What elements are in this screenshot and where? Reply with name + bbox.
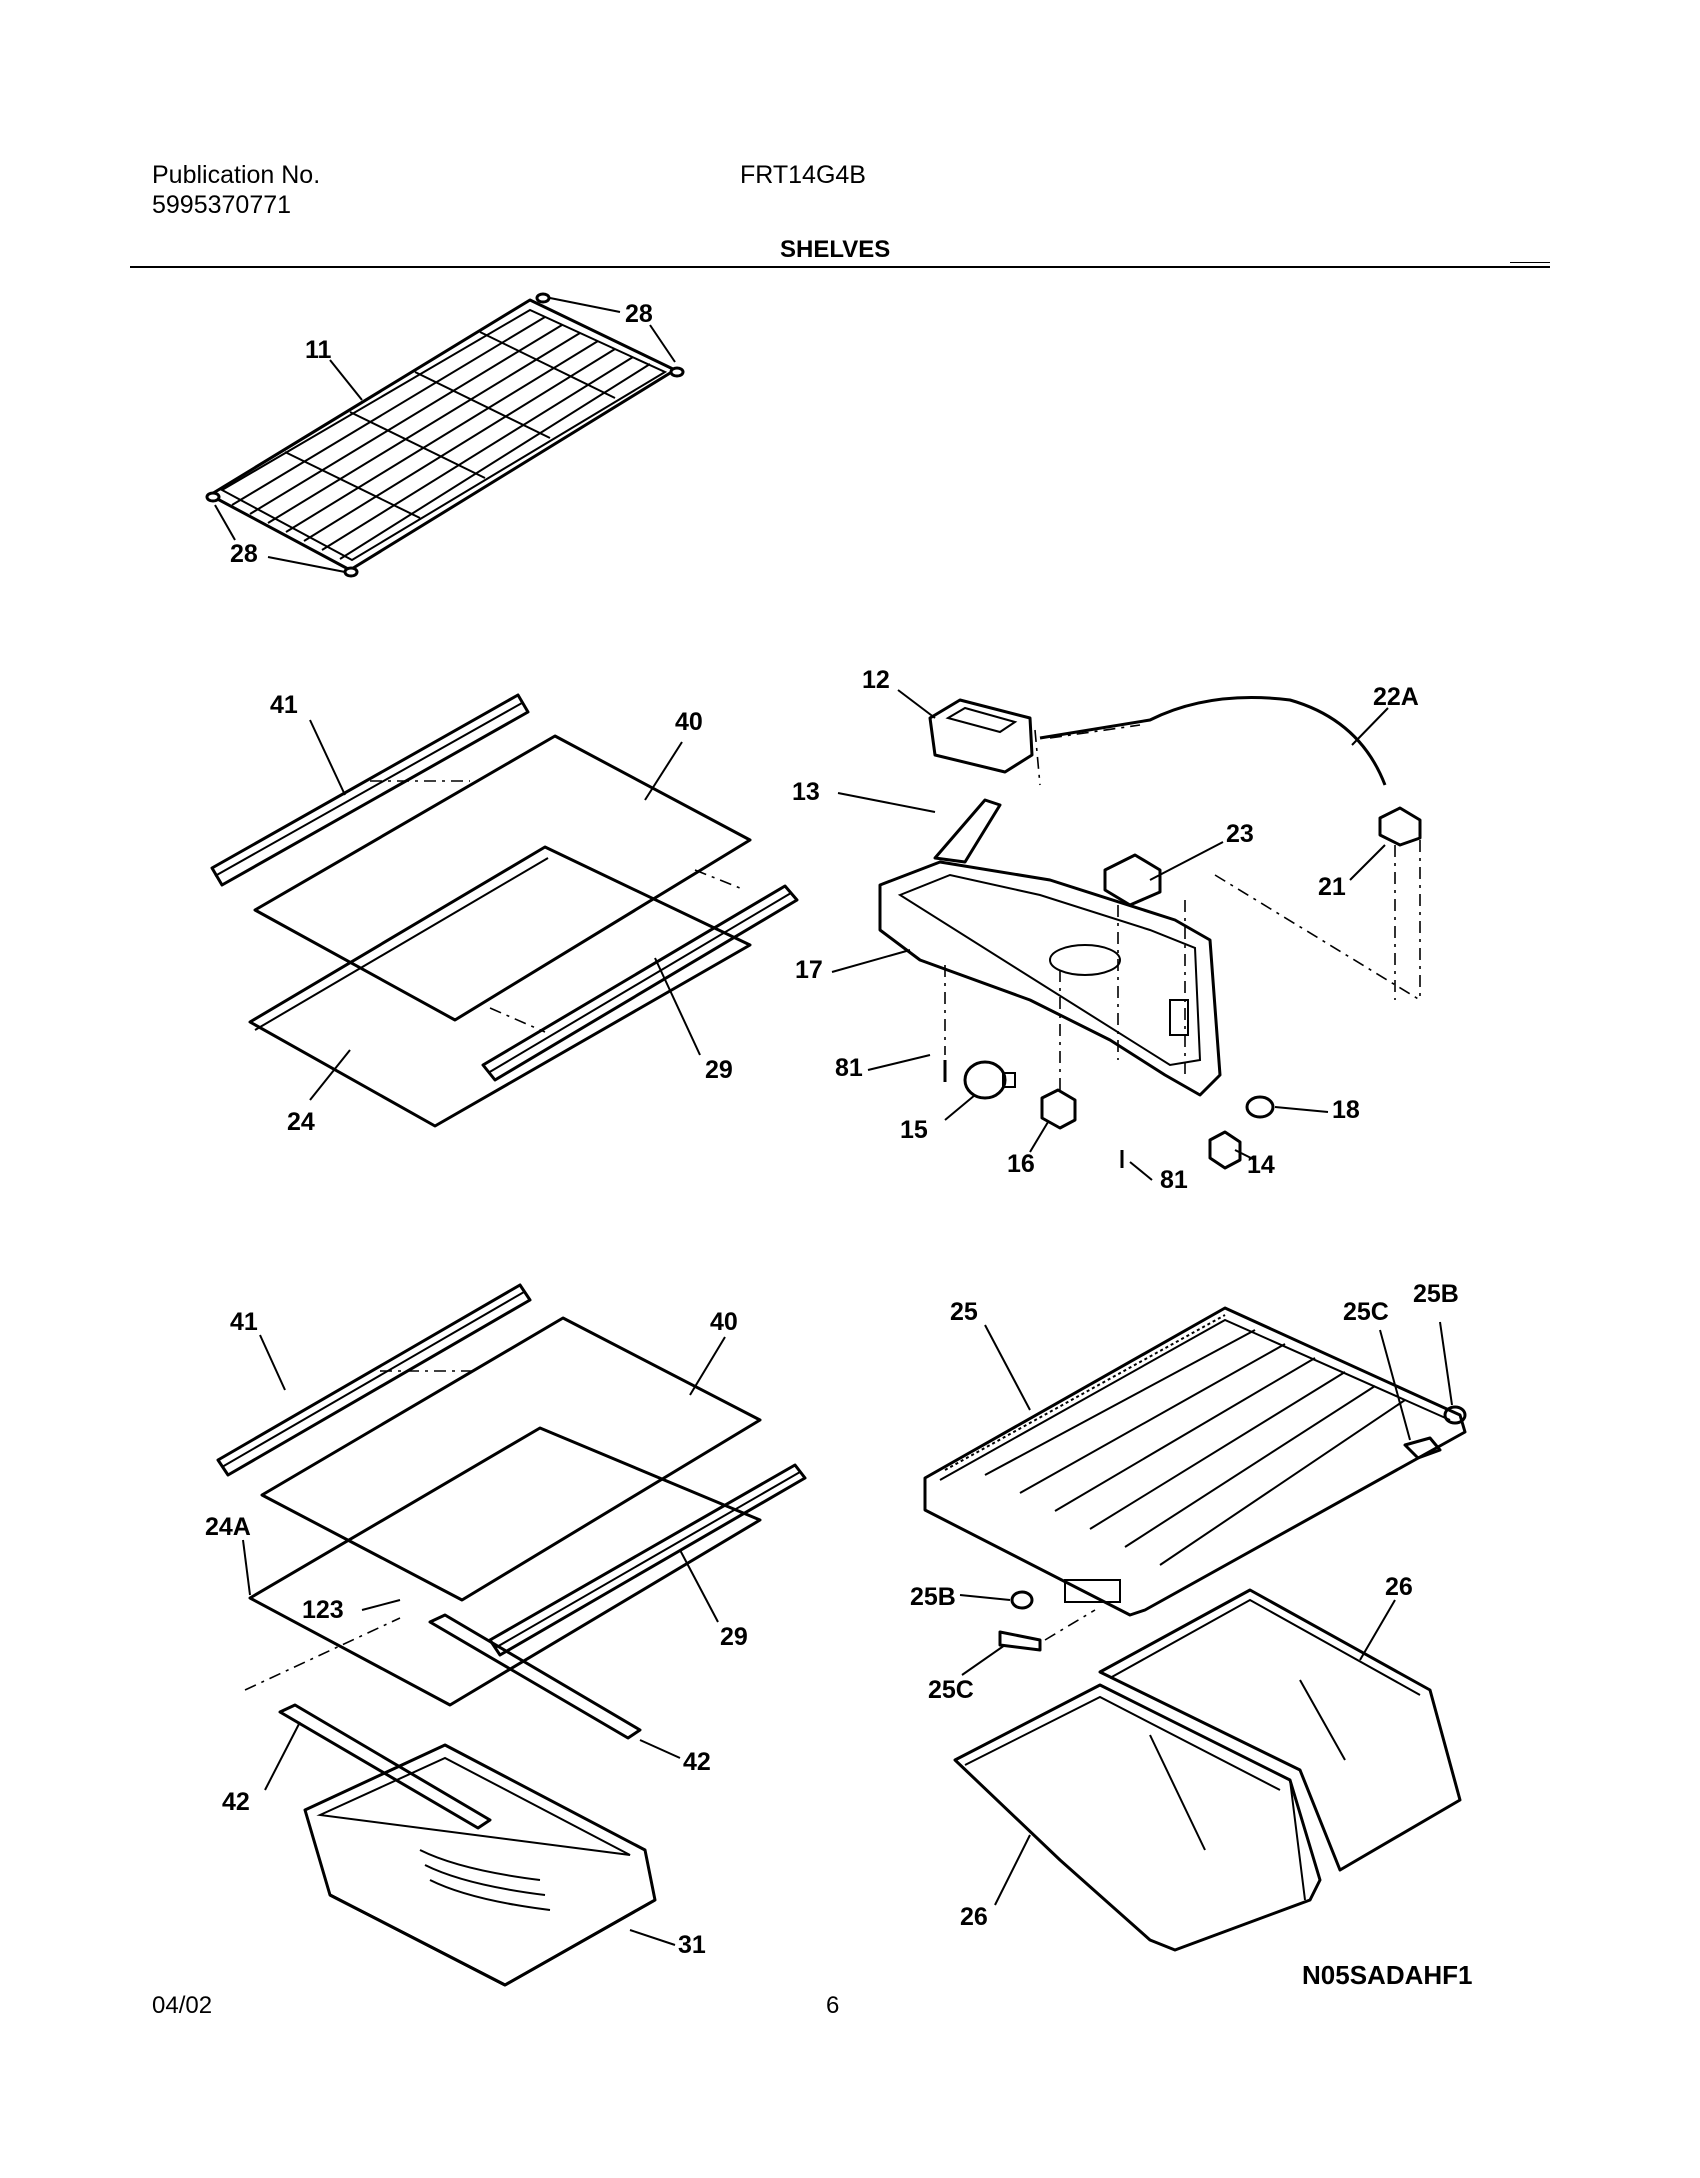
publication-number: 5995370771 <box>152 191 292 219</box>
wire-shelf-drawing <box>205 292 685 578</box>
crisper-shelf-assembly <box>216 1283 807 1987</box>
callout-40-lower: 40 <box>710 1308 738 1336</box>
callout-28-bottom: 28 <box>230 540 258 568</box>
crisper-cover-assembly <box>923 1306 1467 1952</box>
leader-18 <box>1274 1106 1329 1113</box>
leader-81-a <box>867 1054 931 1071</box>
leader-21 <box>1349 844 1386 881</box>
callout-26-left: 26 <box>960 1903 988 1931</box>
callout-25c-left: 25C <box>928 1676 974 1704</box>
leader-41 <box>309 719 346 796</box>
callout-16: 16 <box>1007 1150 1035 1178</box>
leader-40 <box>644 741 683 801</box>
leader-25 <box>984 1324 1031 1411</box>
callout-25b-top: 25B <box>1413 1280 1459 1308</box>
leader-28-d <box>267 556 346 573</box>
callout-26-right: 26 <box>1385 1573 1413 1601</box>
callout-22a: 22A <box>1373 683 1419 711</box>
leader-24a <box>242 1539 251 1596</box>
leader-25b-top <box>1439 1321 1453 1406</box>
callout-11: 11 <box>305 336 332 364</box>
callout-31: 31 <box>678 1931 706 1959</box>
callout-23: 23 <box>1226 820 1254 848</box>
control-housing-drawing <box>878 696 1422 1170</box>
leader-28-c <box>214 504 236 541</box>
callout-13: 13 <box>792 778 820 806</box>
callout-24a: 24A <box>205 1513 251 1541</box>
callout-18: 18 <box>1332 1096 1360 1124</box>
leader-25c-left <box>961 1644 1006 1676</box>
glass-shelf-assembly-upper <box>210 693 799 1128</box>
leader-12 <box>897 689 936 719</box>
leader-42-a <box>639 1739 681 1759</box>
diagram-id: N05SADAHF1 <box>1302 1960 1473 1990</box>
leader-29 <box>654 957 701 1056</box>
leader-29-lower <box>679 1549 719 1623</box>
model-number: FRT14G4B <box>740 161 866 189</box>
leader-28-b <box>649 324 676 363</box>
leader-26-right <box>1359 1599 1396 1661</box>
callout-29-upper: 29 <box>705 1056 733 1084</box>
leader-22a <box>1351 707 1389 746</box>
callout-41-lower: 41 <box>230 1308 258 1336</box>
callout-28-top: 28 <box>625 300 653 328</box>
leader-24 <box>309 1049 351 1101</box>
leader-31 <box>629 1929 676 1946</box>
leader-17 <box>831 949 911 973</box>
callout-17: 17 <box>795 956 823 984</box>
callout-25b-left: 25B <box>910 1583 956 1611</box>
leader-23 <box>1149 841 1224 881</box>
callout-25: 25 <box>950 1298 978 1326</box>
leader-14 <box>1234 1149 1256 1161</box>
leader-13 <box>837 792 936 813</box>
callout-25c-top: 25C <box>1343 1298 1389 1326</box>
leader-42-b <box>264 1721 301 1791</box>
publication-label: Publication No. <box>152 161 321 189</box>
callout-12: 12 <box>862 666 890 694</box>
callout-40-upper: 40 <box>675 708 703 736</box>
leader-26-left <box>994 1834 1031 1906</box>
callout-42-right: 42 <box>683 1748 711 1776</box>
leader-123 <box>361 1599 401 1611</box>
header-rule <box>130 266 1550 268</box>
callout-14: 14 <box>1247 1151 1275 1179</box>
leader-41-lower <box>259 1334 286 1391</box>
callout-123: 123 <box>302 1596 344 1624</box>
publication-date: 04/02 <box>152 1992 213 2019</box>
callout-21: 21 <box>1318 873 1346 901</box>
section-title: SHELVES <box>780 236 891 263</box>
leader-15 <box>944 1094 976 1121</box>
leader-11 <box>329 359 363 401</box>
leader-25c-top <box>1379 1329 1411 1441</box>
callout-24: 24 <box>287 1108 315 1136</box>
callout-42-left: 42 <box>222 1788 250 1816</box>
leader-28-a <box>549 297 621 313</box>
page-number: 6 <box>826 1992 840 2019</box>
leader-40-lower <box>689 1336 726 1396</box>
leader-25b-left <box>959 1594 1011 1601</box>
header-rule-tail <box>1510 262 1550 263</box>
callout-29-lower: 29 <box>720 1623 748 1651</box>
callout-15: 15 <box>900 1116 928 1144</box>
leader-16 <box>1029 1121 1049 1153</box>
leader-81-b <box>1129 1161 1153 1181</box>
callout-81-a: 81 <box>835 1054 863 1082</box>
callout-41-upper: 41 <box>270 691 298 719</box>
callout-81-b: 81 <box>1160 1166 1188 1194</box>
